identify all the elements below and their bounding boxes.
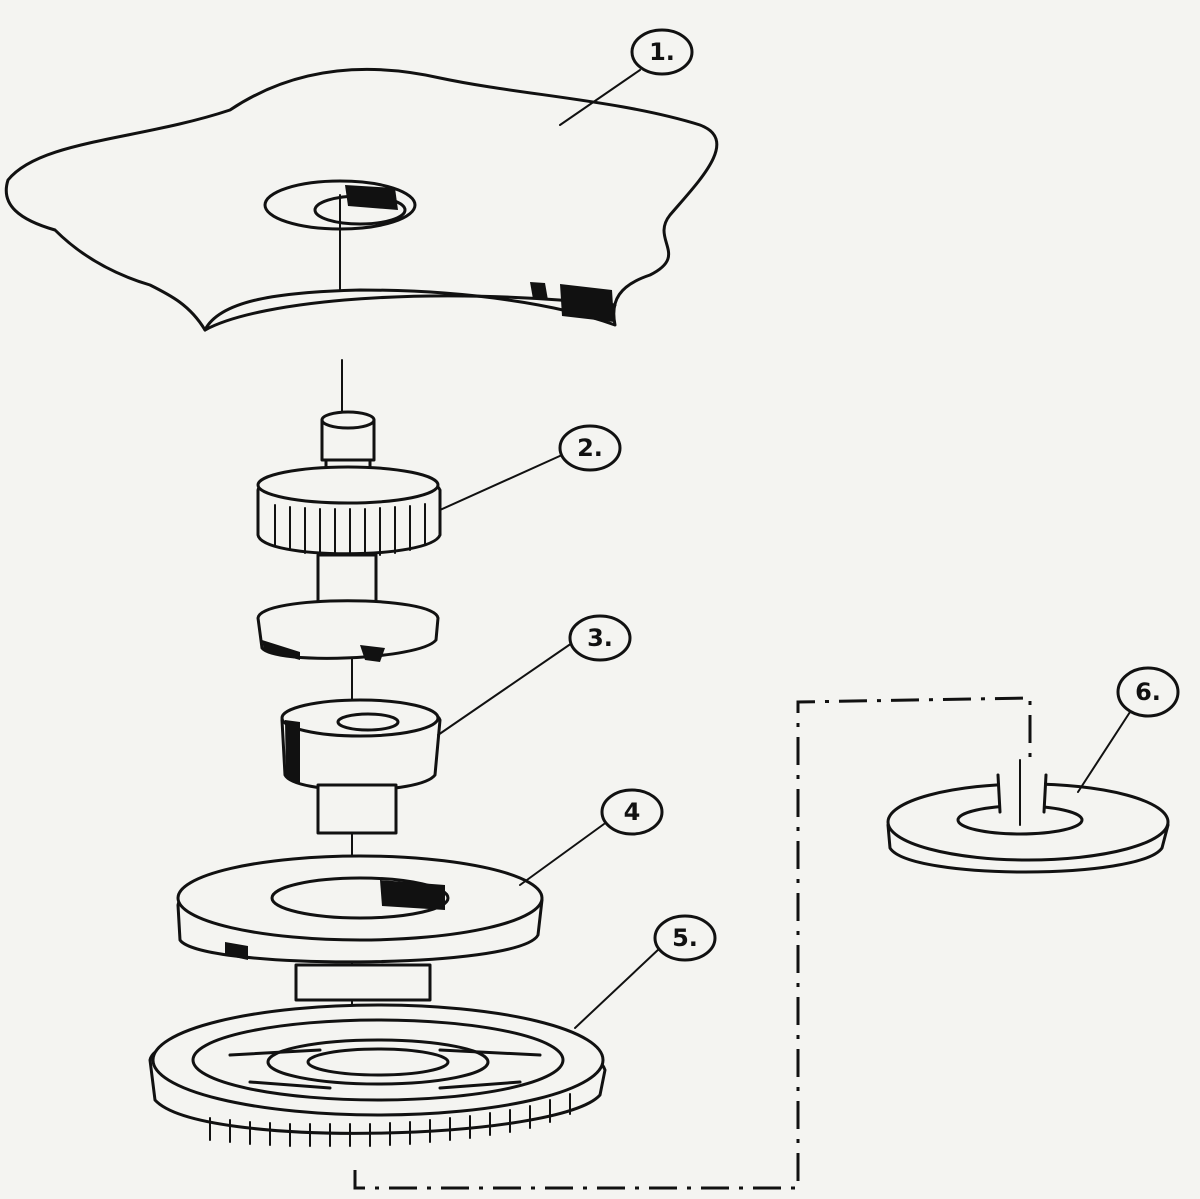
callout-6-label: 6.	[1135, 678, 1161, 706]
callout-2: 2.	[558, 424, 622, 472]
part-6-split-washer	[886, 759, 1170, 874]
part-2-pinion	[256, 410, 442, 662]
part-3-collet	[280, 698, 442, 835]
leader-lines	[437, 69, 1131, 1029]
callout-5: 5.	[653, 914, 717, 962]
callout-4: 4	[600, 788, 664, 836]
callout-3: 3.	[568, 614, 632, 662]
callout-2-label: 2.	[577, 434, 603, 462]
callout-1: 1.	[630, 28, 694, 76]
callout-1-label: 1.	[649, 38, 675, 66]
part-5-wheel	[148, 1003, 607, 1147]
dash-dot-leader-frame	[353, 696, 1032, 1190]
callout-6: 6.	[1116, 666, 1180, 718]
part-4-washer	[176, 854, 544, 1002]
callout-5-label: 5.	[672, 924, 698, 952]
callout-4-label: 4	[624, 798, 641, 826]
callout-3-label: 3.	[587, 624, 613, 652]
part-1-plate	[4, 67, 719, 332]
